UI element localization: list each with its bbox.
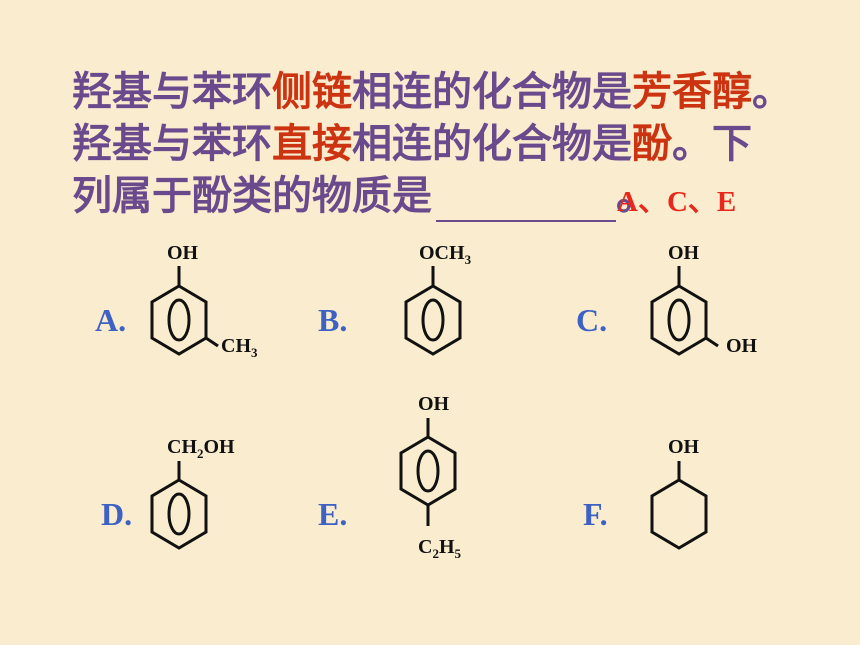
structure-d-bonds	[150, 461, 208, 550]
group-b-och3: OCH3	[419, 242, 471, 268]
benzene-ring-b	[404, 284, 462, 356]
c2h5-c-sub: 2	[432, 546, 439, 561]
structure-f-bonds	[650, 461, 708, 550]
text-segment: 相连的化合物是	[352, 121, 632, 167]
ch2oh-base2: OH	[203, 436, 235, 458]
group-d-ch2oh: CH2OH	[167, 436, 235, 462]
structure-a-bonds	[150, 266, 219, 356]
option-f-label: F.	[583, 496, 608, 532]
bond-c-oh-side	[705, 336, 719, 348]
option-c-label: C.	[576, 302, 608, 338]
group-c-oh-side: OH	[726, 335, 758, 357]
benzene-ring-a	[150, 284, 208, 356]
option-a-label: A.	[95, 302, 127, 338]
aromatic-circle-c	[667, 298, 691, 342]
question-text: 羟基与苯环侧链相连的化合物是芳香醇。 羟基与苯环直接相连的化合物是酚。下 列属于…	[72, 66, 832, 222]
ch2oh-base1: CH	[167, 436, 197, 458]
question-line-3: 列属于酚类的物质是 。	[72, 173, 656, 222]
aromatic-circle-e	[416, 449, 440, 493]
group-f-oh: OH	[668, 436, 700, 458]
benzene-ring-e	[399, 435, 457, 507]
text-segment: 羟基与苯环	[72, 121, 272, 167]
c2h5-h: H	[438, 536, 455, 558]
text-segment: 相连的化合物是	[352, 69, 632, 115]
text-segment: 。下	[672, 121, 752, 167]
text-segment: 列属于酚类的物质是	[72, 173, 432, 219]
text-segment: 羟基与苯环	[72, 69, 272, 115]
structure-c-bonds	[650, 266, 719, 356]
group-a-ch3: CH3	[221, 335, 258, 361]
group-e-c2h5: C2H5	[418, 536, 461, 562]
structure-e-bonds	[399, 418, 457, 526]
group-c-oh-top: OH	[668, 242, 700, 264]
group-a-oh: OH	[167, 242, 199, 264]
ch3-sub: 3	[251, 345, 258, 360]
c2h5-h-sub: 5	[454, 546, 462, 561]
option-b-label: B.	[318, 302, 348, 338]
ch2oh-sub: 2	[197, 446, 204, 461]
option-d-label: D.	[101, 496, 133, 532]
answer-text: A、C、E	[617, 186, 737, 218]
highlight-direct: 直接	[272, 121, 352, 167]
text-segment: 。	[616, 173, 656, 219]
benzene-ring-c	[650, 284, 708, 356]
aromatic-circle-b	[421, 298, 445, 342]
group-e-oh: OH	[418, 393, 450, 415]
highlight-side-chain: 侧链	[272, 69, 352, 115]
och3-sub: 3	[464, 252, 472, 267]
option-e-label: E.	[318, 496, 348, 532]
answer-blank	[436, 180, 616, 222]
aromatic-circle-a	[167, 298, 191, 342]
question-line-1: 羟基与苯环侧链相连的化合物是芳香醇。	[72, 69, 792, 115]
c2h5-c: C	[418, 536, 433, 558]
cyclohexane-ring-f	[650, 478, 708, 550]
och3-base: OCH	[419, 242, 465, 264]
aromatic-circle-d	[167, 492, 191, 536]
ch3-base: CH	[221, 335, 251, 357]
highlight-phenol: 酚	[632, 121, 672, 167]
benzene-ring-d	[150, 478, 208, 550]
question-line-2: 羟基与苯环直接相连的化合物是酚。下	[72, 121, 752, 167]
structure-b-bonds	[404, 266, 462, 356]
bond-a-ch3	[205, 336, 219, 348]
highlight-aromatic-alcohol: 芳香醇	[632, 69, 752, 115]
text-segment: 。	[752, 69, 792, 115]
